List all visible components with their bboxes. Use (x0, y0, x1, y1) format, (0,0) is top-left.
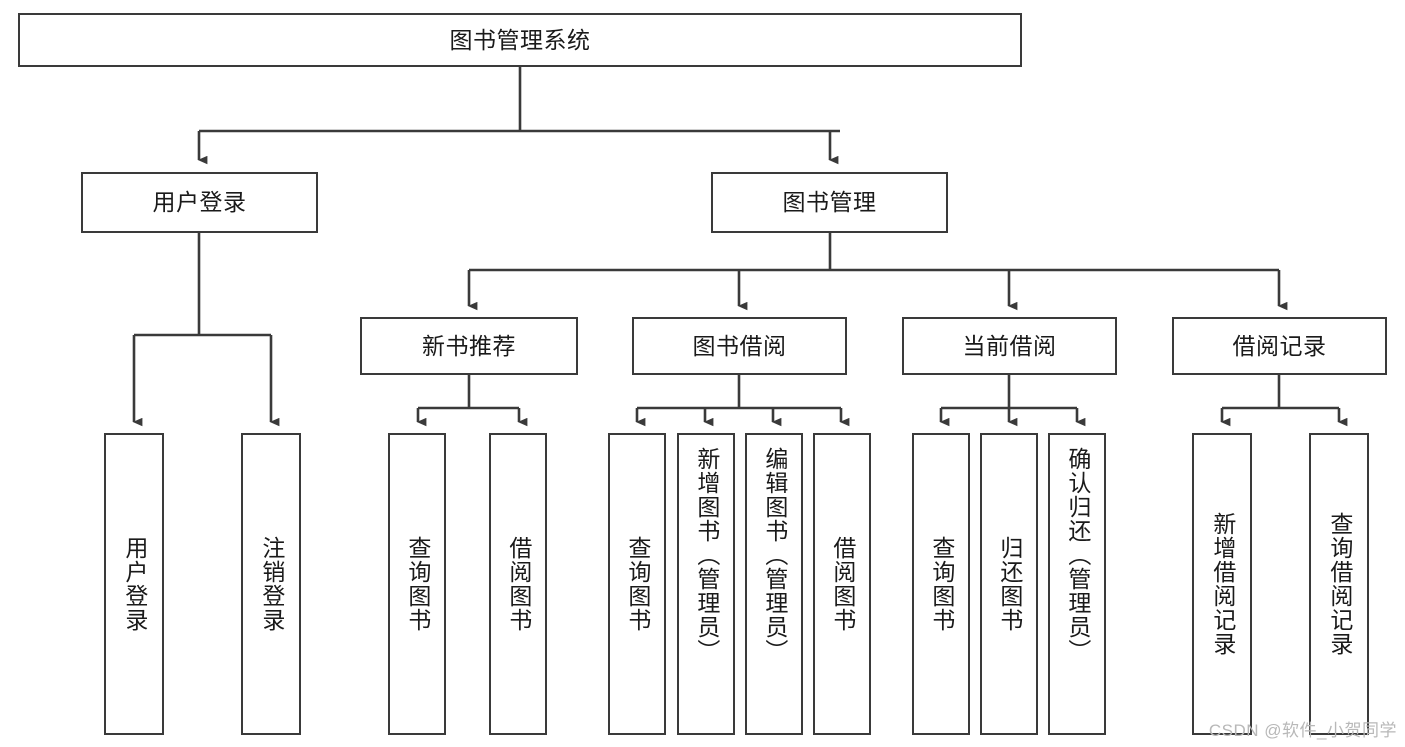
node-book-management-label: 图书管理 (782, 189, 877, 216)
node-leaf-return-book-label: 归还图书 (996, 536, 1023, 632)
node-leaf-borrow-book-1[interactable]: 借阅图书 (489, 433, 547, 735)
node-new-book-recommend[interactable]: 新书推荐 (360, 317, 578, 375)
node-leaf-query-record-label: 查询借阅记录 (1326, 512, 1353, 656)
node-current-borrow-label: 当前借阅 (962, 332, 1057, 359)
node-leaf-return-book[interactable]: 归还图书 (980, 433, 1038, 735)
node-leaf-user-login[interactable]: 用户登录 (104, 433, 164, 735)
node-book-borrow-label: 图书借阅 (692, 332, 787, 359)
node-leaf-borrow-book-1-label: 借阅图书 (505, 536, 532, 632)
node-borrow-record[interactable]: 借阅记录 (1172, 317, 1387, 375)
node-user-login-label: 用户登录 (152, 189, 247, 216)
node-book-management[interactable]: 图书管理 (711, 172, 948, 233)
node-book-borrow[interactable]: 图书借阅 (632, 317, 847, 375)
node-leaf-query-book-2[interactable]: 查询图书 (608, 433, 666, 735)
node-leaf-add-book-label: 新增图书（管理员） (693, 447, 720, 663)
node-user-login[interactable]: 用户登录 (81, 172, 318, 233)
node-leaf-borrow-book-2-label: 借阅图书 (829, 536, 856, 632)
node-leaf-edit-book-label: 编辑图书（管理员） (761, 447, 788, 663)
node-root[interactable]: 图书管理系统 (18, 13, 1022, 67)
node-new-book-recommend-label: 新书推荐 (422, 332, 516, 359)
node-leaf-query-book-1-label: 查询图书 (404, 536, 431, 632)
node-leaf-borrow-book-2[interactable]: 借阅图书 (813, 433, 871, 735)
node-leaf-user-login-label: 用户登录 (121, 536, 148, 632)
node-current-borrow[interactable]: 当前借阅 (902, 317, 1117, 375)
node-leaf-add-book[interactable]: 新增图书（管理员） (677, 433, 735, 735)
node-leaf-add-record-label: 新增借阅记录 (1209, 512, 1236, 656)
watermark-text: CSDN @软件_小贺同学 (1208, 721, 1397, 740)
node-leaf-query-record[interactable]: 查询借阅记录 (1309, 433, 1369, 735)
node-leaf-confirm-return-label: 确认归还（管理员） (1064, 447, 1091, 663)
node-root-label: 图书管理系统 (449, 26, 591, 53)
node-leaf-logout-login-label: 注销登录 (258, 536, 285, 632)
node-leaf-logout-login[interactable]: 注销登录 (241, 433, 301, 735)
node-leaf-query-book-3[interactable]: 查询图书 (912, 433, 970, 735)
node-borrow-record-label: 借阅记录 (1232, 332, 1327, 359)
node-leaf-query-book-1[interactable]: 查询图书 (388, 433, 446, 735)
node-leaf-confirm-return[interactable]: 确认归还（管理员） (1048, 433, 1106, 735)
node-leaf-edit-book[interactable]: 编辑图书（管理员） (745, 433, 803, 735)
node-leaf-query-book-3-label: 查询图书 (928, 536, 955, 632)
node-leaf-add-record[interactable]: 新增借阅记录 (1192, 433, 1252, 735)
node-leaf-query-book-2-label: 查询图书 (624, 536, 651, 632)
